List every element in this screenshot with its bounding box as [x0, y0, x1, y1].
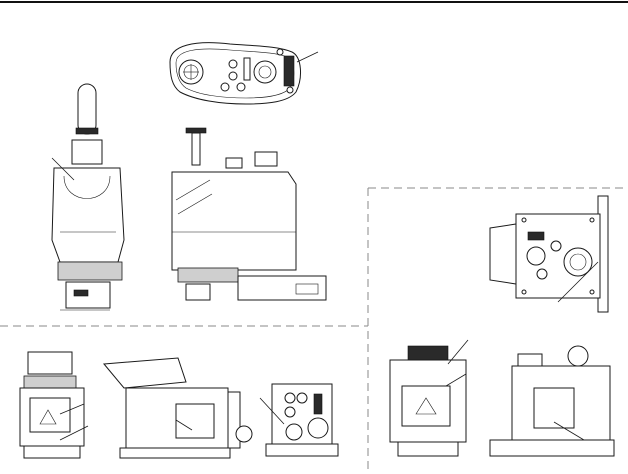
robot-front-view [51, 83, 125, 311]
variant-a-leader-1 [59, 403, 85, 415]
variant-a-side-label-panel [175, 403, 215, 439]
variant-b-warning-triangle [415, 397, 437, 415]
variant-b-leader-2 [445, 373, 467, 387]
front-view-flange-detail [73, 289, 89, 297]
front-view-leader [51, 157, 75, 181]
rear-panel-d-sub [527, 231, 545, 241]
robot-top-view [169, 42, 319, 105]
top-view-bolt [276, 48, 284, 56]
variant-a-rear-port-2 [296, 392, 308, 404]
rear-panel-large-port [563, 247, 593, 277]
variant-a-front-top [27, 351, 73, 375]
rear-panel-port-b [536, 268, 548, 280]
top-view-port-4 [220, 82, 230, 92]
rear-panel-port-c [550, 240, 562, 252]
side-view-body [171, 171, 297, 271]
top-view-large-port [253, 60, 277, 84]
rear-panel-leader [557, 261, 599, 303]
variant-a-front-panel [29, 397, 71, 433]
side-view-top-connector [254, 151, 278, 167]
side-view-base-foot [295, 283, 319, 295]
robot-side-view [171, 127, 327, 301]
top-view-leader [296, 51, 319, 63]
front-view-cable-duct [77, 83, 97, 135]
base-variant-b-views [389, 339, 615, 457]
variant-a-front-base [23, 445, 81, 459]
variant-b-front-base [397, 441, 459, 457]
variant-a-front-collar [23, 375, 77, 389]
top-view-connector-slot [243, 57, 251, 81]
variant-b-side-top-gland [567, 345, 589, 367]
side-view-lower-collar [177, 267, 239, 283]
rear-panel-screw-1 [521, 217, 527, 223]
section-dividers [0, 187, 628, 474]
front-view-shaft-housing [71, 139, 103, 165]
side-view-slant-line-2 [177, 193, 213, 215]
variant-b-front-panel [401, 385, 451, 427]
variant-b-leader-1 [447, 339, 469, 365]
front-view-body [51, 167, 125, 263]
top-view-bolt-2 [286, 86, 294, 94]
variant-b-side-label-panel [533, 387, 575, 429]
rear-panel-large-port-inner [569, 253, 587, 271]
top-view-port-1 [228, 59, 238, 69]
side-view-shaft [191, 132, 201, 166]
top-view-port-2 [228, 71, 238, 81]
variant-a-side-top-arm [102, 357, 187, 389]
rear-panel-port-a [526, 246, 546, 266]
variant-a-rear-port-1 [284, 392, 296, 404]
front-view-base-collar [57, 261, 123, 281]
rear-panel-screw-4 [589, 289, 595, 295]
variant-b-front-top-cap [407, 345, 449, 361]
variant-a-rear-dsub [313, 393, 323, 415]
top-view-port-3 [236, 82, 246, 92]
rear-panel-screw-2 [589, 217, 595, 223]
variant-a-side-leader [175, 419, 193, 431]
connector-panel-rear-view [489, 195, 609, 313]
variant-a-rear-port-4 [285, 423, 303, 441]
side-view-base-arm [237, 275, 327, 301]
variant-a-side-gland [235, 425, 253, 443]
front-view-arm-curve [63, 175, 111, 199]
variant-a-rear-large-port [307, 417, 329, 439]
variant-a-rear-base [265, 443, 339, 457]
side-view-flange [185, 283, 211, 301]
side-view-top-bracket [225, 157, 243, 169]
variant-a-warning-triangle [39, 409, 57, 425]
variant-a-rear-leader [259, 397, 285, 425]
variant-a-side-base [119, 447, 231, 459]
variant-b-side-base [489, 439, 615, 457]
variant-b-side-leader [553, 421, 585, 441]
top-view-connector-block [283, 55, 295, 87]
variant-a-rear-port-3 [284, 406, 296, 418]
variant-a-leader-2 [59, 425, 89, 441]
top-view-large-port-inner [258, 65, 272, 79]
base-variant-a-views [19, 351, 339, 459]
side-view-slant-line-1 [175, 179, 211, 201]
front-view-duct-clamp [75, 127, 99, 135]
side-view-shaft-cap [185, 127, 207, 134]
rear-panel-side-cap [489, 223, 517, 285]
rear-panel-screw-3 [521, 289, 527, 295]
